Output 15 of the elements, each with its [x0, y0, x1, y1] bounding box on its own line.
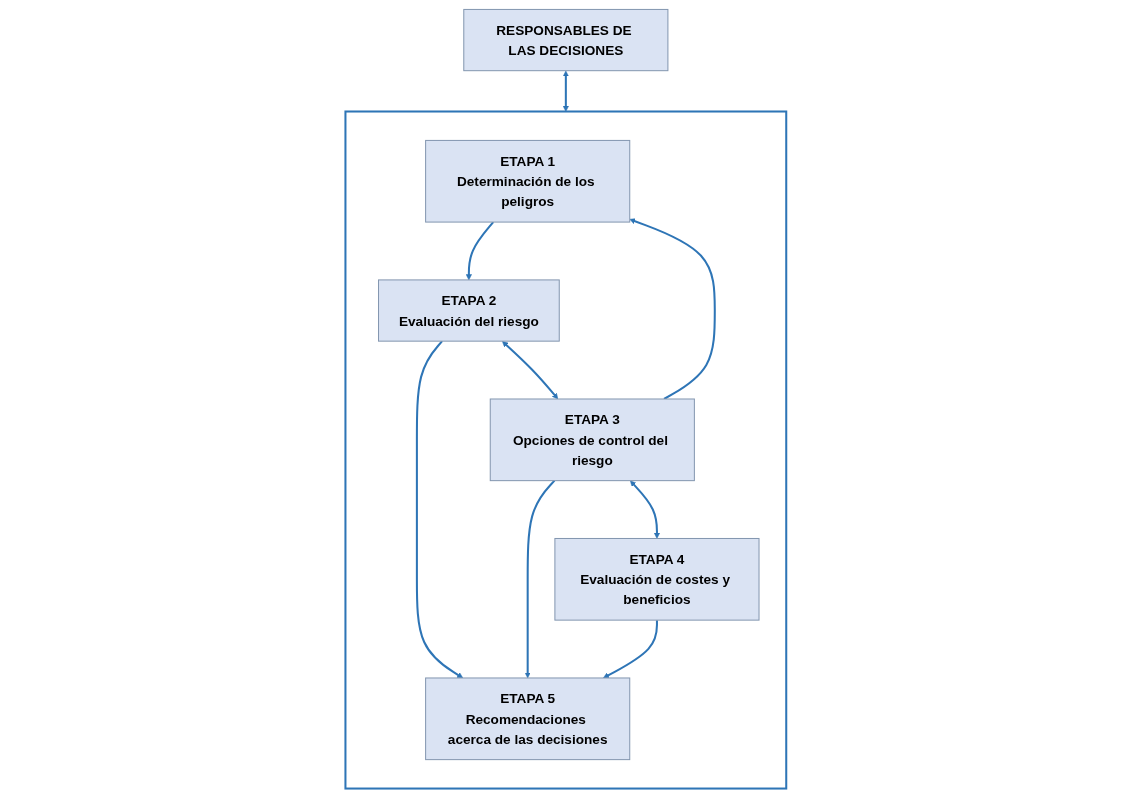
- arrow: [502, 341, 559, 400]
- arrow: [629, 218, 716, 400]
- arrow: [563, 70, 569, 112]
- arrow: [630, 480, 661, 539]
- node-box: ETAPA 4 Evaluación de costes y beneficios: [554, 537, 760, 621]
- node-box: ETAPA 3 Opciones de control del riesgo: [489, 398, 696, 482]
- node-box: ETAPA 5 Recomendaciones acerca de las decisiones: [425, 677, 631, 761]
- arrow: [603, 620, 659, 679]
- node-box: ETAPA 2 Evaluación del riesgo: [378, 279, 560, 342]
- node-box: ETAPA 1 Determinación de los peligros: [425, 139, 631, 223]
- arrow: [416, 340, 464, 679]
- arrow: [524, 479, 556, 679]
- node-box: RESPONSABLES DE LAS DECISIONES: [463, 8, 669, 72]
- cluster: [344, 110, 788, 790]
- arrow: [466, 221, 495, 281]
